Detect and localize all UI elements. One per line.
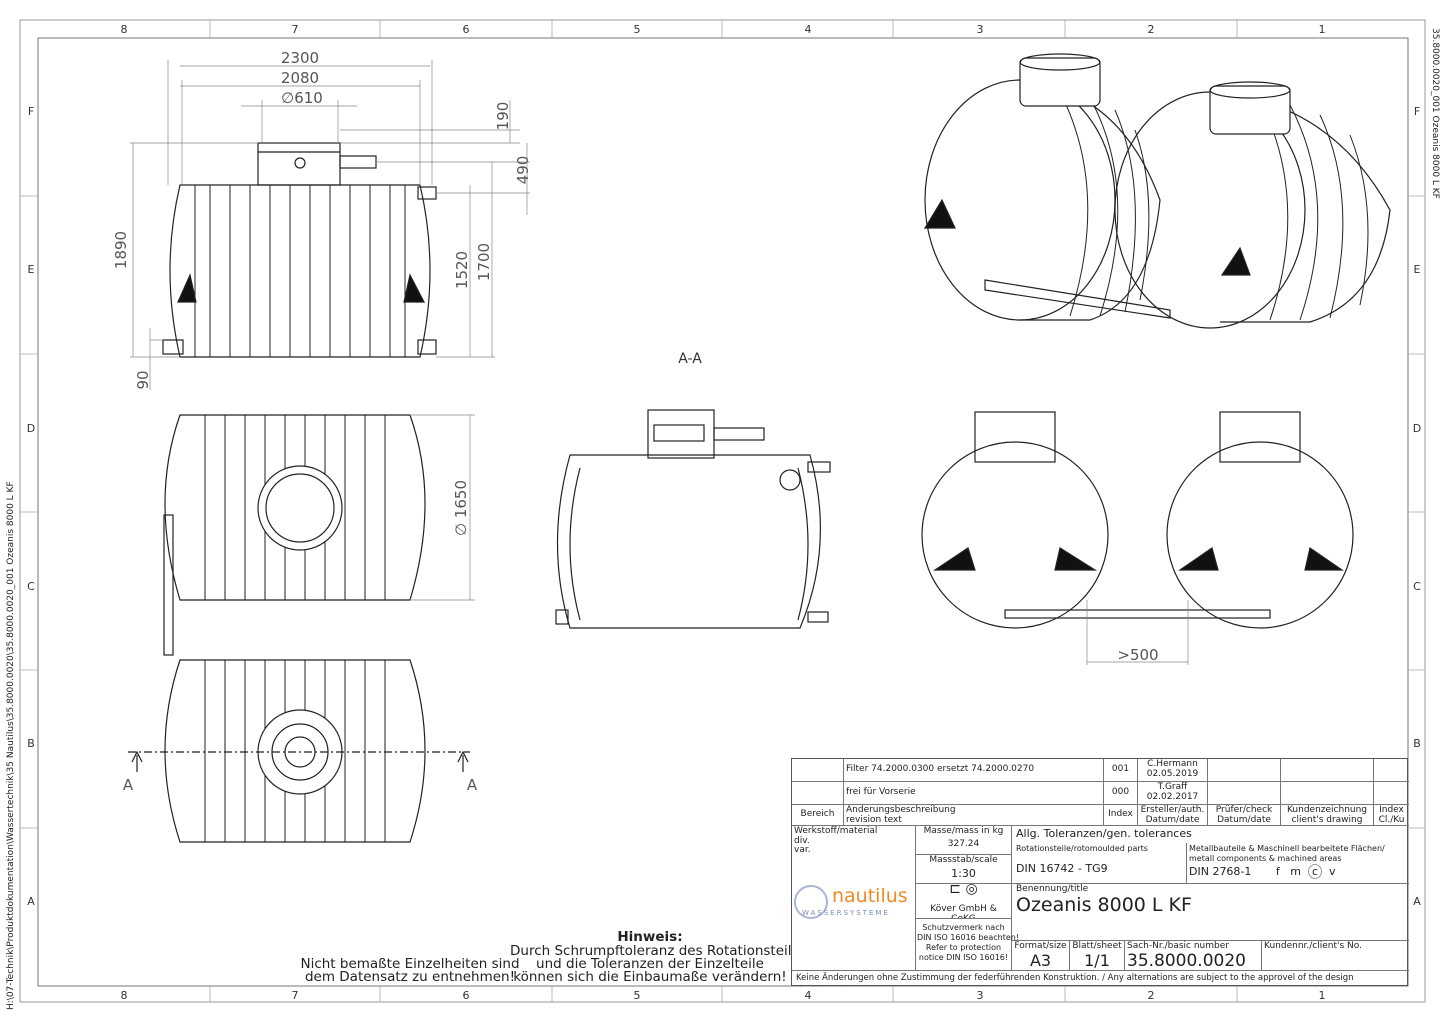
row-label: D xyxy=(27,422,35,435)
row-label: F xyxy=(28,105,34,118)
dim-height-total: 1890 xyxy=(112,231,130,269)
note-line: Nicht bemaßte Einzelheiten sind xyxy=(300,956,520,972)
col-label: 7 xyxy=(292,23,299,36)
col-label: 4 xyxy=(805,23,812,36)
side-label: 35.8000.0020_001 Ozeanis 8000 L KF xyxy=(1430,28,1440,199)
col-label: 6 xyxy=(463,989,470,1002)
row-label: E xyxy=(1414,263,1421,276)
row-label: C xyxy=(1413,580,1421,593)
protection-notice-line-4: notice DIN ISO 16016! xyxy=(918,953,1009,962)
outer-frame xyxy=(19,19,1426,1003)
row-label: D xyxy=(1413,422,1421,435)
dim-dome-height: 190 xyxy=(494,102,512,131)
section-view: A-A xyxy=(555,351,831,629)
row-label: B xyxy=(1413,737,1421,750)
row-label: B xyxy=(27,737,35,750)
revision-text: Filter 74.2000.0300 ersetzt 74.2000.0270 xyxy=(844,759,1104,782)
projection-symbol-icon: ⊏ ◎ xyxy=(949,884,978,897)
col-label: 5 xyxy=(634,989,641,1002)
hinweis-title: Hinweis: xyxy=(617,929,683,945)
hinweis-line: können sich die Einbaumaße verändern! xyxy=(513,969,787,985)
row-label: F xyxy=(1414,105,1420,118)
col-label: 3 xyxy=(977,989,984,1002)
section-marker-right: A xyxy=(467,776,478,794)
row-label: A xyxy=(1413,895,1421,908)
header-index: Index xyxy=(1104,805,1138,826)
side-view: >500 xyxy=(921,411,1354,665)
col-label: 3 xyxy=(977,23,984,36)
section-marker-left: A xyxy=(123,776,134,794)
logo: nautilus WASSERSYSTEME xyxy=(792,881,916,971)
drawing-title: Ozeanis 8000 L KF xyxy=(1016,893,1192,916)
dim-inlet-offset: 490 xyxy=(514,156,532,185)
revision-text: frei für Vorserie xyxy=(844,782,1104,805)
header-bereich: Bereich xyxy=(792,805,844,826)
col-label: 1 xyxy=(1319,23,1326,36)
dim-dome-dia: ∅610 xyxy=(281,89,323,107)
col-label: 4 xyxy=(805,989,812,1002)
col-label: 8 xyxy=(121,989,128,1002)
client-number: Kundennr./client's No. xyxy=(1262,941,1409,971)
title-block: Filter 74.2000.0300 ersetzt 74.2000.0270… xyxy=(791,758,1409,986)
row-label: A xyxy=(27,895,35,908)
front-view: 2300 2080 ∅610 1890 190 490 1520 1700 90 xyxy=(112,49,532,390)
dim-width-inner: 2080 xyxy=(281,69,319,87)
header-author: Ersteller/auth.Datum/date xyxy=(1138,805,1208,826)
file-path: H:\07-Technik\Produktdokumentation\Wasse… xyxy=(6,481,16,1010)
dim-width-total: 2300 xyxy=(281,49,319,67)
tolerances-label: Allg. Toleranzen/gen. tolerances xyxy=(1016,827,1192,840)
nautilus-shell-icon xyxy=(794,885,828,919)
dim-inlet-height: 1700 xyxy=(475,243,493,281)
dim-foot: 90 xyxy=(134,370,152,389)
dim-tank-dia: ∅ 1650 xyxy=(452,480,470,536)
company: ⊏ ◎Köver GmbH & CoKG xyxy=(916,884,1012,919)
dim-spacing: >500 xyxy=(1117,646,1158,664)
metal-tolerance: Metallbauteile & Maschinell bearbeitete … xyxy=(1187,843,1409,884)
col-label: 2 xyxy=(1148,23,1155,36)
note-line: dem Datensatz zu entnehmen! xyxy=(304,969,516,985)
revision-index: 000 xyxy=(1104,782,1138,805)
top-view: ∅ 1650 A A xyxy=(123,414,478,843)
revision-index: 001 xyxy=(1104,759,1138,782)
col-label: 7 xyxy=(292,989,299,1002)
dim-outlet-height: 1520 xyxy=(453,251,471,289)
hinweis-line: und die Toleranzen der Einzelteile xyxy=(536,956,764,972)
col-label: 6 xyxy=(463,23,470,36)
col-label: 1 xyxy=(1319,989,1326,1002)
row-label: C xyxy=(27,580,35,593)
isometric-view xyxy=(923,53,1391,329)
row-label: E xyxy=(28,263,35,276)
section-title: A-A xyxy=(678,351,702,367)
col-label: 5 xyxy=(634,23,641,36)
footer-notice: Keine Änderungen ohne Zustimmung der fed… xyxy=(796,973,1354,986)
col-label: 2 xyxy=(1148,989,1155,1002)
col-label: 8 xyxy=(121,23,128,36)
hinweis-line: Durch Schrumpftoleranz des Rotationsteil… xyxy=(510,943,799,959)
